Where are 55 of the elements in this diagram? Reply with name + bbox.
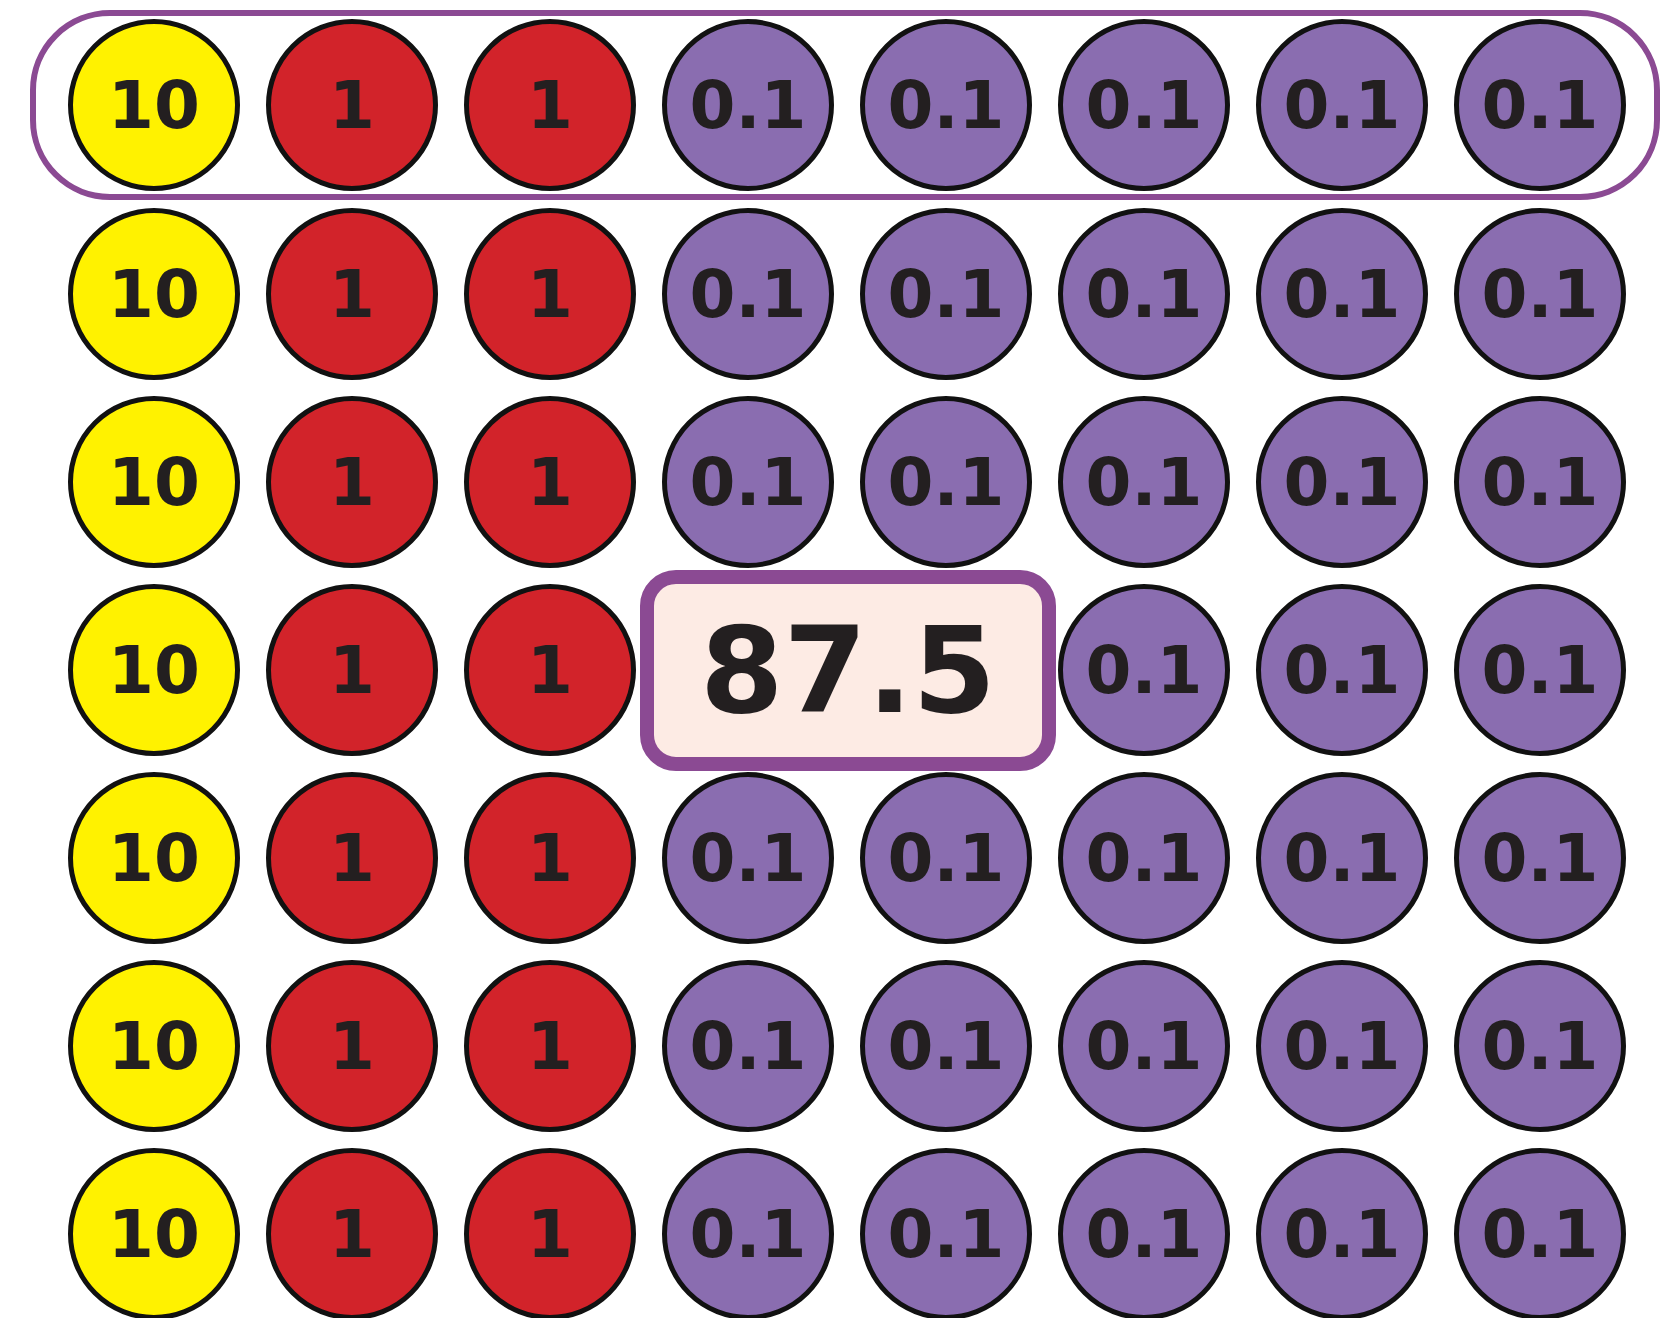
place-value-counter: 0.1 — [860, 396, 1032, 568]
place-value-counter: 0.1 — [1256, 208, 1428, 380]
place-value-counter: 0.1 — [860, 19, 1032, 191]
place-value-counter: 10 — [68, 396, 240, 568]
place-value-counter: 10 — [68, 772, 240, 944]
place-value-counter: 0.1 — [662, 772, 834, 944]
place-value-counter: 1 — [266, 960, 438, 1132]
place-value-counter: 0.1 — [860, 772, 1032, 944]
place-value-counter: 10 — [68, 19, 240, 191]
place-value-counter: 1 — [266, 1148, 438, 1318]
place-value-counter: 10 — [68, 960, 240, 1132]
place-value-counter: 0.1 — [860, 960, 1032, 1132]
place-value-counter: 1 — [464, 1148, 636, 1318]
place-value-counter: 1 — [464, 396, 636, 568]
place-value-counter: 0.1 — [1256, 960, 1428, 1132]
place-value-counter: 1 — [464, 960, 636, 1132]
place-value-counter: 0.1 — [1058, 1148, 1230, 1318]
place-value-counter: 1 — [266, 208, 438, 380]
place-value-counter: 10 — [68, 208, 240, 380]
group-outline — [30, 10, 1660, 200]
place-value-counter: 0.1 — [1454, 1148, 1626, 1318]
place-value-counter: 0.1 — [1256, 19, 1428, 191]
place-value-counter: 1 — [266, 396, 438, 568]
place-value-counter: 0.1 — [1454, 960, 1626, 1132]
place-value-counter: 0.1 — [662, 1148, 834, 1318]
place-value-counter: 1 — [464, 208, 636, 380]
place-value-counter: 0.1 — [1058, 19, 1230, 191]
place-value-counter: 10 — [68, 584, 240, 756]
place-value-counter: 0.1 — [860, 1148, 1032, 1318]
place-value-counter: 0.1 — [860, 208, 1032, 380]
value-box: 87.5 — [640, 570, 1056, 771]
place-value-counter: 0.1 — [1454, 19, 1626, 191]
place-value-counter: 1 — [464, 772, 636, 944]
place-value-counter: 0.1 — [1454, 208, 1626, 380]
place-value-counter: 0.1 — [662, 19, 834, 191]
place-value-counter: 1 — [464, 19, 636, 191]
place-value-counter: 10 — [68, 1148, 240, 1318]
place-value-counter: 0.1 — [662, 208, 834, 380]
place-value-counter: 1 — [266, 772, 438, 944]
place-value-counter: 0.1 — [1256, 772, 1428, 944]
place-value-counter: 0.1 — [1256, 1148, 1428, 1318]
place-value-counter: 0.1 — [1256, 396, 1428, 568]
place-value-counter: 0.1 — [1058, 396, 1230, 568]
place-value-counter: 0.1 — [662, 396, 834, 568]
place-value-counter: 0.1 — [1454, 396, 1626, 568]
place-value-counter: 0.1 — [1058, 772, 1230, 944]
place-value-counter: 0.1 — [662, 960, 834, 1132]
place-value-counter: 0.1 — [1058, 208, 1230, 380]
place-value-counter: 1 — [266, 19, 438, 191]
place-value-counter: 1 — [266, 584, 438, 756]
place-value-counter: 0.1 — [1256, 584, 1428, 756]
place-value-counter: 0.1 — [1058, 960, 1230, 1132]
place-value-counter: 0.1 — [1454, 584, 1626, 756]
place-value-counter: 0.1 — [1454, 772, 1626, 944]
place-value-counter: 0.1 — [1058, 584, 1230, 756]
